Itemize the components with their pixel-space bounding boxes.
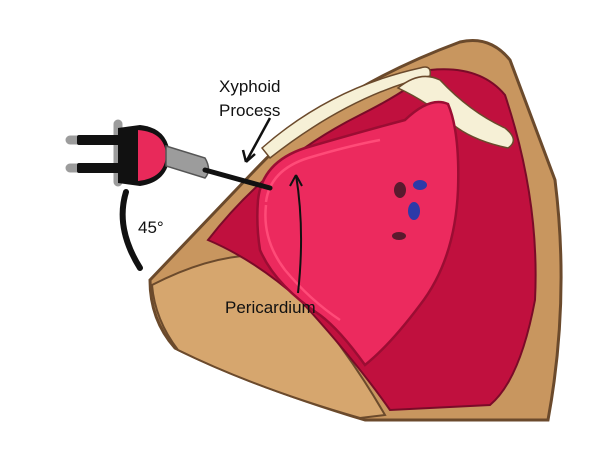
xyphoid-label-line2: Process bbox=[219, 101, 280, 120]
needle-icon bbox=[202, 167, 273, 191]
vessel-dark-2 bbox=[392, 232, 406, 240]
syringe-icon bbox=[65, 119, 210, 187]
vessel-blue-upper bbox=[413, 180, 427, 190]
torso-cross-section bbox=[148, 39, 563, 422]
xyphoid-pointer bbox=[244, 117, 272, 163]
vessel-blue-lower bbox=[408, 202, 420, 220]
pericardium-pointer bbox=[295, 174, 303, 294]
syringe-plunger-rod bbox=[77, 135, 122, 145]
angle-label: 45° bbox=[138, 218, 164, 237]
vessel-dark-1 bbox=[394, 182, 406, 198]
heart bbox=[256, 100, 460, 367]
pericardium-sac bbox=[264, 138, 381, 203]
rib-bone bbox=[260, 66, 432, 160]
xyphoid-label-line1: Xyphoid bbox=[219, 77, 280, 96]
pericardium-sac-lower bbox=[264, 204, 341, 322]
angle-arc bbox=[119, 189, 143, 271]
syringe-plunger-rod-2 bbox=[77, 163, 122, 173]
pericardium-label: Pericardium bbox=[225, 298, 316, 317]
syringe-fluid bbox=[138, 130, 166, 181]
syringe-hub bbox=[165, 144, 210, 179]
pericardium-pointer-head bbox=[289, 174, 303, 187]
abdominal-wall bbox=[150, 253, 387, 420]
syringe-plunger bbox=[65, 119, 125, 187]
xyphoid-pointer-head bbox=[241, 149, 256, 163]
